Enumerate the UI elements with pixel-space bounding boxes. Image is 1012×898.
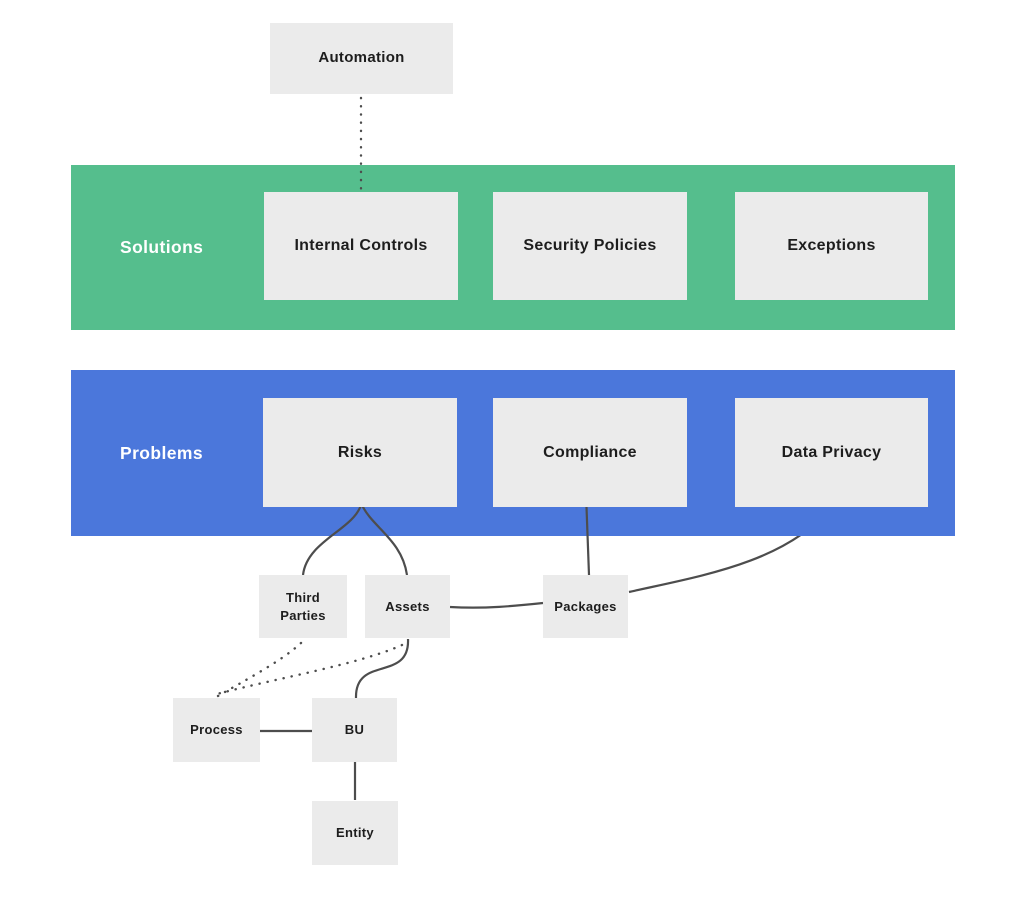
node-data-privacy: Data Privacy: [735, 398, 928, 507]
node-exceptions: Exceptions: [735, 192, 928, 300]
edge-assets-packages: [449, 601, 544, 609]
node-compliance-label: Compliance: [543, 443, 637, 461]
node-assets: Assets: [365, 575, 450, 638]
node-compliance: Compliance: [493, 398, 687, 507]
node-automation-label: Automation: [318, 49, 405, 67]
node-exceptions-label: Exceptions: [787, 237, 876, 255]
node-bu-label: BU: [344, 722, 365, 738]
node-internal-controls: Internal Controls: [264, 192, 458, 300]
node-packages-label: Packages: [554, 598, 617, 614]
node-risks-label: Risks: [337, 443, 383, 461]
node-security-policies: Security Policies: [493, 192, 687, 300]
node-process-label: Process: [190, 722, 243, 738]
node-process: Process: [173, 698, 260, 762]
band-label-problems: Problems: [120, 442, 203, 463]
node-data-privacy-label: Data Privacy: [781, 443, 882, 461]
edge-assets-bu: [354, 638, 410, 699]
node-automation: Automation: [270, 23, 453, 94]
node-bu: BU: [312, 698, 397, 762]
node-third-parties-label: Third Parties: [280, 589, 326, 623]
node-third-parties: Third Parties: [259, 575, 347, 638]
node-assets-label: Assets: [385, 598, 430, 614]
node-internal-controls-label: Internal Controls: [294, 237, 428, 255]
node-risks: Risks: [263, 398, 457, 507]
edge-assets-process: [215, 643, 404, 696]
edge-third-parties-process: [216, 641, 303, 698]
node-packages: Packages: [543, 575, 628, 638]
node-entity: Entity: [312, 801, 398, 865]
node-entity-label: Entity: [336, 825, 374, 841]
band-label-solutions: Solutions: [120, 237, 204, 257]
node-security-policies-label: Security Policies: [523, 237, 657, 255]
